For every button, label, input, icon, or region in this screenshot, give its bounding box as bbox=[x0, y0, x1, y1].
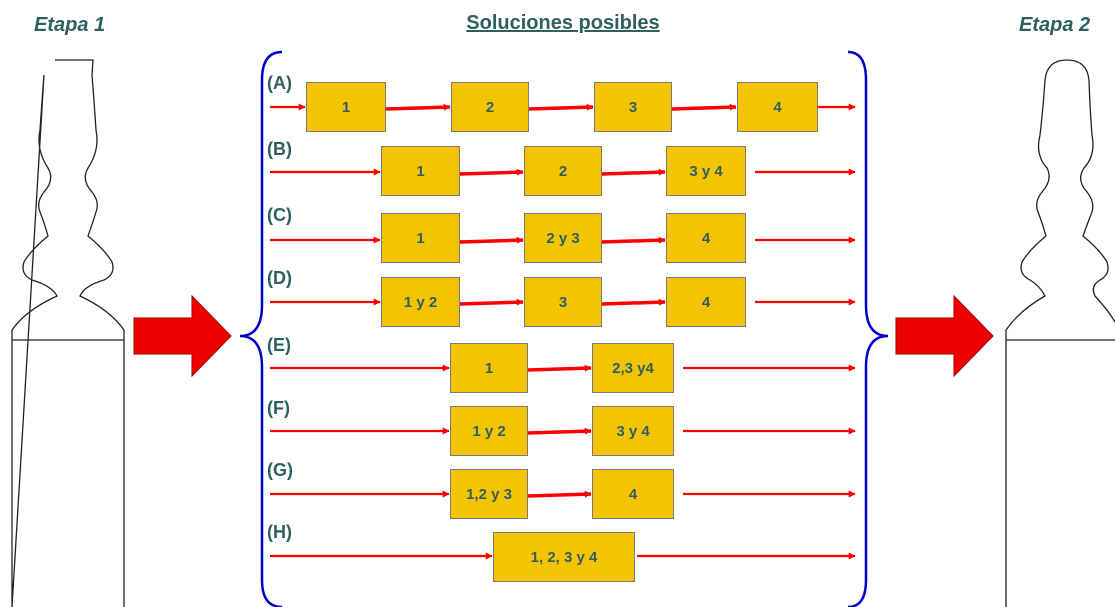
stage1-title: Etapa 1 bbox=[34, 14, 106, 36]
ampoule-right bbox=[1005, 59, 1115, 607]
arrow-g-1 bbox=[527, 490, 592, 498]
stage2-title: Etapa 2 bbox=[1019, 14, 1091, 36]
big-arrow-left bbox=[133, 294, 232, 378]
arrow-e-1 bbox=[527, 364, 592, 372]
arrow-b-1 bbox=[459, 168, 524, 176]
step-box: 1 bbox=[381, 213, 460, 263]
connector-arrows bbox=[270, 103, 856, 560]
brace-right bbox=[847, 50, 889, 607]
step-box: 3 bbox=[594, 82, 672, 132]
step-box: 4 bbox=[592, 469, 674, 519]
step-box: 2 bbox=[524, 146, 602, 196]
arrow-d-1 bbox=[459, 298, 524, 306]
step-box: 4 bbox=[737, 82, 818, 132]
row-label-g: (G) bbox=[267, 460, 293, 480]
step-box: 1, 2, 3 y 4 bbox=[493, 532, 635, 582]
row-label-c: (C) bbox=[267, 205, 292, 225]
row-label-f: (F) bbox=[267, 398, 290, 418]
step-box: 3 y 4 bbox=[666, 146, 746, 196]
step-box: 2 y 3 bbox=[524, 213, 602, 263]
step-box: 3 bbox=[524, 277, 602, 327]
big-arrow-right bbox=[895, 294, 994, 378]
arrow-a-1 bbox=[385, 103, 451, 111]
arrow-a-3 bbox=[671, 103, 737, 111]
step-box: 2 bbox=[451, 82, 529, 132]
row-label-a: (A) bbox=[267, 73, 292, 93]
step-box: 1 bbox=[306, 82, 386, 132]
step-box: 1 bbox=[450, 343, 528, 393]
step-box: 1 y 2 bbox=[450, 406, 528, 456]
arrow-c-2 bbox=[601, 236, 666, 244]
arrow-f-1 bbox=[527, 427, 592, 435]
step-box: 1 y 2 bbox=[381, 277, 460, 327]
step-box: 4 bbox=[666, 213, 746, 263]
ampoule-left bbox=[11, 59, 125, 607]
brace-left bbox=[239, 50, 283, 607]
step-box: 3 y 4 bbox=[592, 406, 674, 456]
step-box: 1 bbox=[381, 146, 460, 196]
arrow-c-1 bbox=[459, 236, 524, 244]
row-label-h: (H) bbox=[267, 522, 292, 542]
row-label-b: (B) bbox=[267, 139, 292, 159]
arrow-a-2 bbox=[528, 103, 594, 111]
arrow-b-2 bbox=[601, 168, 666, 176]
row-label-d: (D) bbox=[267, 268, 292, 288]
step-box: 1,2 y 3 bbox=[450, 469, 528, 519]
row-label-e: (E) bbox=[267, 335, 291, 355]
step-box: 2,3 y4 bbox=[592, 343, 674, 393]
arrow-d-2 bbox=[601, 298, 666, 306]
step-box: 4 bbox=[666, 277, 746, 327]
solutions-title: Soluciones posibles bbox=[466, 12, 660, 34]
